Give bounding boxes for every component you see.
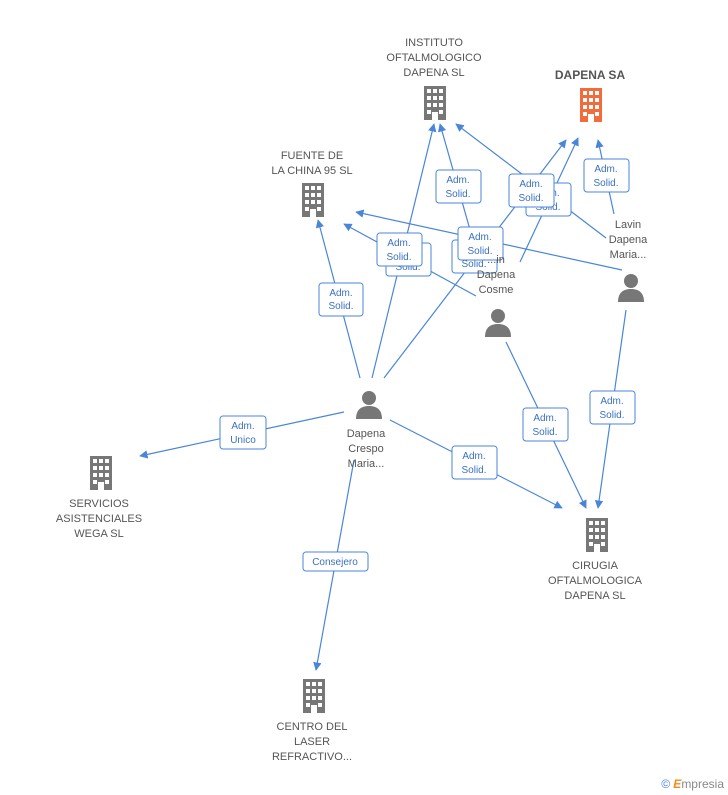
- svg-text:Adm.: Adm.: [446, 175, 469, 186]
- person-icon: [356, 391, 382, 419]
- brand-name: mpresia: [681, 777, 724, 791]
- svg-text:Lavin: Lavin: [615, 219, 641, 231]
- role-badge[interactable]: Adm. Solid.: [435, 169, 482, 204]
- building-icon: [303, 679, 325, 713]
- svg-text:Adm.: Adm.: [387, 238, 410, 249]
- svg-text:Adm.: Adm.: [468, 232, 491, 243]
- svg-text:Solid.: Solid.: [461, 465, 486, 476]
- svg-text:ASISTENCIALES: ASISTENCIALES: [56, 513, 142, 525]
- role-badges: Adm. Solid. Adm. Unico Adm. Solid. Conse…: [219, 158, 636, 572]
- brand-initial: E: [673, 777, 682, 791]
- role-badge[interactable]: Adm. Solid.: [376, 232, 423, 267]
- svg-text:Dapena: Dapena: [347, 428, 386, 440]
- svg-text:...in: ...in: [487, 254, 505, 266]
- svg-text:Cosme: Cosme: [479, 284, 514, 296]
- svg-text:LA CHINA 95 SL: LA CHINA 95 SL: [271, 165, 352, 177]
- person-icon: [618, 274, 644, 302]
- role-badge[interactable]: Consejero: [302, 551, 369, 572]
- svg-text:INSTITUTO: INSTITUTO: [405, 37, 463, 49]
- company-node-centro[interactable]: CENTRO DEL LASER REFRACTIVO...: [272, 679, 352, 763]
- role-badge[interactable]: Adm. Unico: [219, 415, 267, 450]
- svg-text:DAPENA SL: DAPENA SL: [403, 67, 464, 79]
- svg-text:Dapena: Dapena: [609, 234, 648, 246]
- person-icon: [485, 309, 511, 337]
- svg-text:DAPENA SL: DAPENA SL: [564, 590, 625, 602]
- svg-text:Solid.: Solid.: [445, 189, 470, 200]
- svg-text:Solid.: Solid.: [599, 410, 624, 421]
- svg-text:LASER: LASER: [294, 736, 330, 748]
- company-node-cirugia[interactable]: CIRUGIA OFTALMOLOGICA DAPENA SL: [548, 518, 643, 602]
- svg-text:OFTALMOLOGICA: OFTALMOLOGICA: [548, 575, 643, 587]
- svg-text:Solid.: Solid.: [461, 259, 486, 270]
- svg-text:SERVICIOS: SERVICIOS: [69, 498, 129, 510]
- svg-text:Solid.: Solid.: [532, 427, 557, 438]
- role-badge[interactable]: Adm. Solid.: [522, 407, 569, 442]
- svg-text:Adm.: Adm.: [462, 451, 485, 462]
- role-badge[interactable]: Adm. Solid.: [318, 282, 364, 317]
- person-node-dapena-crespo[interactable]: Dapena Crespo Maria...: [347, 391, 386, 470]
- svg-text:DAPENA SA: DAPENA SA: [555, 68, 626, 82]
- svg-text:Dapena: Dapena: [477, 269, 516, 281]
- role-badge[interactable]: Adm. Solid.: [451, 445, 498, 480]
- svg-text:OFTALMOLOGICO: OFTALMOLOGICO: [386, 52, 482, 64]
- svg-text:Solid.: Solid.: [328, 301, 353, 312]
- company-node-instituto[interactable]: INSTITUTO OFTALMOLOGICO DAPENA SL: [386, 37, 482, 120]
- building-icon: [302, 183, 324, 217]
- svg-text:Unico: Unico: [230, 435, 256, 446]
- svg-text:Maria...: Maria...: [348, 458, 385, 470]
- svg-text:Adm.: Adm.: [600, 396, 623, 407]
- svg-text:Solid.: Solid.: [386, 252, 411, 263]
- svg-text:Adm.: Adm.: [533, 413, 556, 424]
- svg-text:Adm.: Adm.: [519, 179, 542, 190]
- copyright-symbol: ©: [661, 777, 670, 791]
- svg-text:Consejero: Consejero: [312, 557, 358, 568]
- company-node-servicios[interactable]: SERVICIOS ASISTENCIALES WEGA SL: [56, 456, 142, 540]
- svg-text:CIRUGIA: CIRUGIA: [572, 560, 619, 572]
- svg-text:Adm.: Adm.: [231, 421, 254, 432]
- role-badge[interactable]: Adm. Solid.: [508, 173, 555, 208]
- role-badge[interactable]: Adm. Solid.: [457, 226, 504, 261]
- company-node-dapena-sa[interactable]: DAPENA SA: [555, 68, 626, 122]
- building-icon: [90, 456, 112, 490]
- svg-text:CENTRO DEL: CENTRO DEL: [277, 721, 348, 733]
- svg-text:Solid.: Solid.: [467, 246, 492, 257]
- svg-text:Adm.: Adm.: [329, 288, 352, 299]
- building-icon: [586, 518, 608, 552]
- svg-text:FUENTE DE: FUENTE DE: [281, 150, 343, 162]
- svg-text:REFRACTIVO...: REFRACTIVO...: [272, 751, 352, 763]
- building-icon: [424, 86, 446, 120]
- building-icon: [580, 88, 602, 122]
- role-badge[interactable]: Adm. Solid.: [589, 390, 636, 425]
- svg-text:Maria...: Maria...: [610, 249, 647, 261]
- person-node-lavin-maria[interactable]: Lavin Dapena Maria...: [609, 219, 648, 302]
- role-badge[interactable]: Adm. Solid.: [583, 158, 630, 193]
- svg-text:Adm.: Adm.: [594, 164, 617, 175]
- svg-text:WEGA SL: WEGA SL: [74, 528, 124, 540]
- svg-text:Solid.: Solid.: [395, 262, 420, 273]
- svg-text:Crespo: Crespo: [348, 443, 383, 455]
- person-node-lavin-cosme[interactable]: ...in Dapena Cosme: [477, 254, 516, 337]
- watermark: © Empresia: [661, 777, 724, 791]
- svg-text:Solid.: Solid.: [518, 193, 543, 204]
- svg-text:Solid.: Solid.: [593, 178, 618, 189]
- company-node-fuente[interactable]: FUENTE DE LA CHINA 95 SL: [271, 150, 353, 217]
